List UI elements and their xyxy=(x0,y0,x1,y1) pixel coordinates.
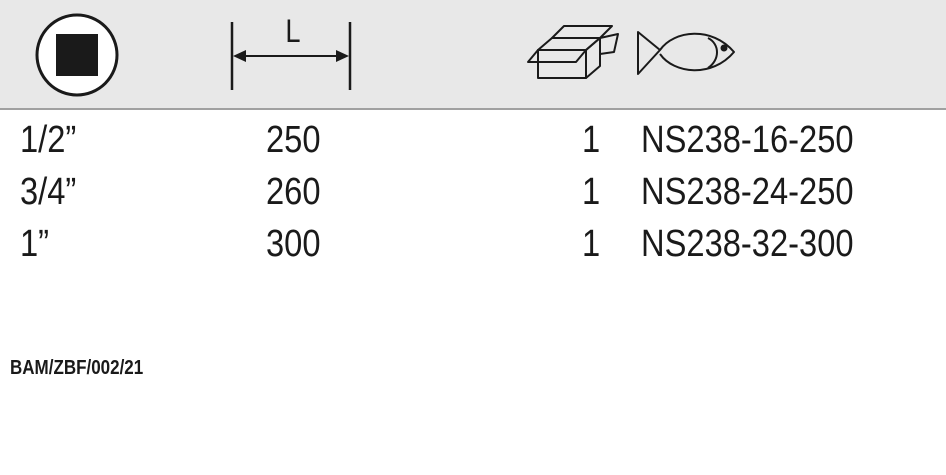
table-header: L xyxy=(0,0,946,110)
length-cell: 260 xyxy=(266,171,321,213)
product-code-cell: NS238-16-250 xyxy=(641,119,854,161)
square-drive-icon xyxy=(35,13,119,97)
size-cell: 1” xyxy=(20,223,50,265)
table-row: 1” 300 1 NS238-32-300 xyxy=(0,218,946,270)
size-cell: 3/4” xyxy=(20,171,77,213)
product-table: 1/2” 250 1 NS238-16-250 3/4” 260 1 NS238… xyxy=(0,108,946,270)
length-dimension-icon xyxy=(230,22,352,90)
document-reference-code: BAM/ZBF/002/21 xyxy=(10,357,144,379)
fish-icon xyxy=(637,31,735,75)
size-cell: 1/2” xyxy=(20,119,77,161)
product-code-cell: NS238-32-300 xyxy=(641,223,854,265)
length-cell: 300 xyxy=(266,223,321,265)
table-row: 3/4” 260 1 NS238-24-250 xyxy=(0,166,946,218)
quantity-cell: 1 xyxy=(582,119,601,161)
package-box-icon xyxy=(527,25,619,79)
table-row: 1/2” 250 1 NS238-16-250 xyxy=(0,114,946,166)
product-code-cell: NS238-24-250 xyxy=(641,171,854,213)
quantity-cell: 1 xyxy=(582,171,601,213)
length-cell: 250 xyxy=(266,119,321,161)
quantity-cell: 1 xyxy=(582,223,601,265)
length-label: L xyxy=(285,13,301,49)
